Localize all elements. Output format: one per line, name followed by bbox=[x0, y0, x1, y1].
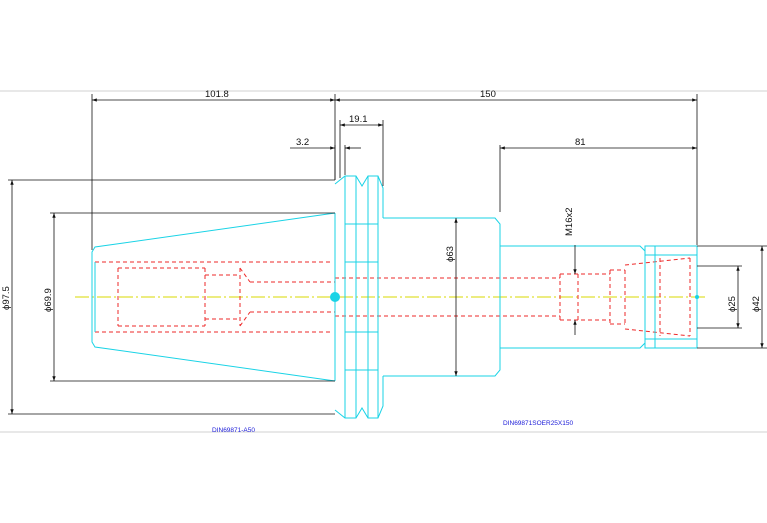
dim-taper-length: 101.8 bbox=[205, 89, 229, 100]
hidden-bore-lines bbox=[95, 257, 691, 337]
caption-right-part: DIN69871SOER25X150 bbox=[503, 420, 573, 427]
dim-nut-diameter: ϕ42 bbox=[751, 296, 762, 312]
dim-total-length: 150 bbox=[480, 89, 496, 100]
sheet-border bbox=[0, 90, 767, 433]
dim-outer-diameter: ϕ97.5 bbox=[1, 286, 12, 310]
dim-flange-offset: 3.2 bbox=[296, 137, 309, 148]
part-outline bbox=[91, 175, 698, 419]
origin-marker bbox=[330, 292, 340, 302]
dim-thread: M16x2 bbox=[564, 207, 575, 236]
dim-taper-diameter: ϕ69.9 bbox=[43, 288, 54, 312]
caption-left-part: DIN69871-A50 bbox=[212, 427, 255, 434]
dim-bore-diameter: ϕ25 bbox=[727, 296, 738, 312]
dim-nose-length: 81 bbox=[575, 137, 586, 148]
dimension-lines bbox=[8, 94, 767, 415]
dim-flange-width: 19.1 bbox=[349, 114, 368, 125]
end-marker bbox=[695, 295, 699, 299]
dim-body-diameter: ϕ63 bbox=[445, 246, 456, 262]
